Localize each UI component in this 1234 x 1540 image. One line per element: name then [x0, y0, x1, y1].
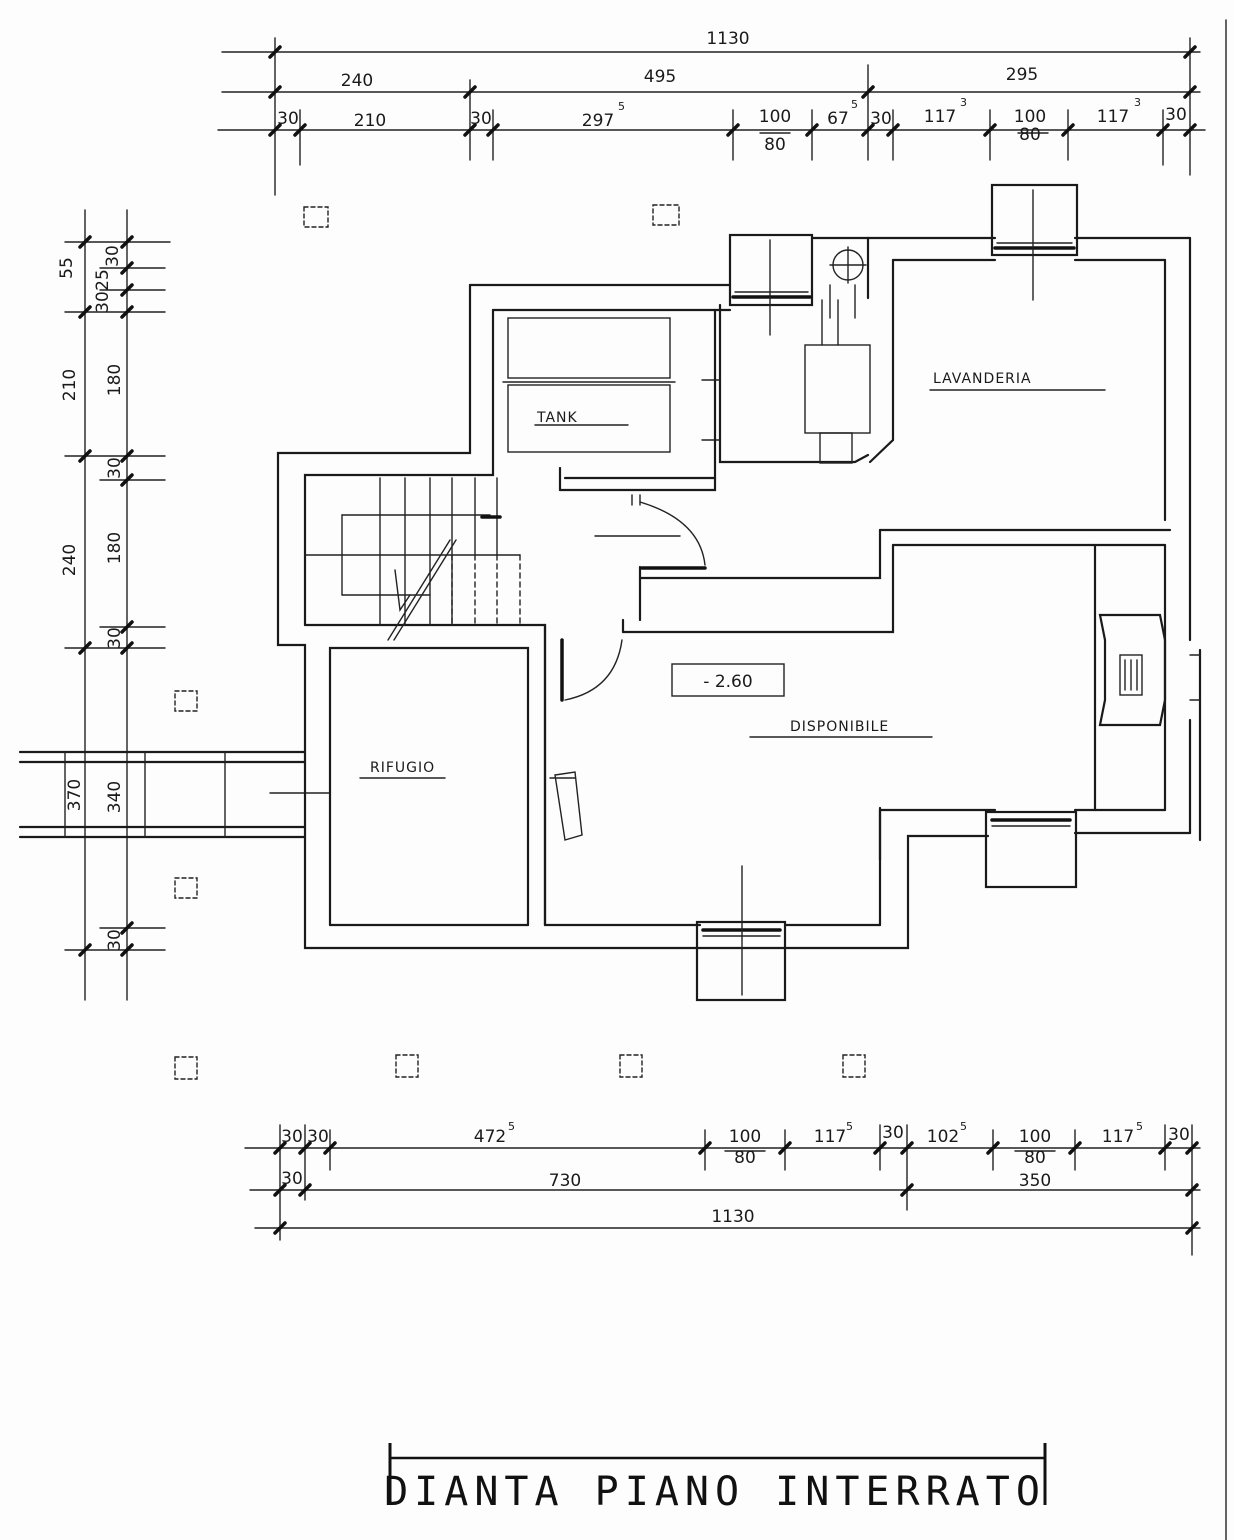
left-dim-30b: 30	[93, 291, 113, 313]
top-dim-67: 67	[827, 109, 849, 129]
bottom-dim-472-sup: 5	[508, 1120, 515, 1133]
bottom-dim-30a: 30	[281, 1127, 303, 1147]
bottom-dim-80b: 80	[1024, 1148, 1046, 1168]
left-dim-30e: 30	[105, 929, 125, 951]
plan-title: DIANTA PIANO INTERRATO	[384, 1469, 1046, 1515]
top-dim-80a: 80	[764, 135, 786, 155]
top-dim-30d: 30	[1165, 105, 1187, 125]
top-dimensions: 1130 240 495 295 30 210 30 297 5 100 80 …	[217, 29, 1206, 196]
label-rifugio: RIFUGIO	[370, 760, 435, 776]
bottom-dim-102: 102	[927, 1127, 959, 1147]
left-dim-210: 210	[60, 369, 80, 401]
top-dim-100a: 100	[759, 107, 791, 127]
bottom-dim-117a: 117	[814, 1127, 846, 1147]
bottom-dim-30d: 30	[1168, 1125, 1190, 1145]
left-dimensions: 55 210 240 370 30 25 30 180 30 180 30 34…	[57, 209, 171, 1001]
left-dim-240: 240	[60, 544, 80, 576]
top-dim-117a: 117	[924, 107, 956, 127]
bottom-overall-label: 1130	[711, 1207, 754, 1227]
bottom-dimensions: 30 30 472 5 100 80 117 5 30 102 5 100 80…	[244, 1120, 1201, 1256]
top-dim-117a-sup: 3	[960, 96, 967, 109]
top-dim-80b: 80	[1019, 125, 1041, 145]
tank	[502, 317, 676, 453]
bottom-dim-30b: 30	[307, 1127, 329, 1147]
bottom-dim-730: 730	[549, 1171, 581, 1191]
level-marker: - 2.60	[671, 663, 785, 697]
bottom-dim-117b: 117	[1102, 1127, 1134, 1147]
top-dim-30c: 30	[870, 109, 892, 129]
left-dim-30d: 30	[105, 627, 125, 649]
top-dim-67-sup: 5	[851, 98, 858, 111]
top-dim-117b: 117	[1097, 107, 1129, 127]
interior-walls	[303, 258, 1172, 927]
bottom-dim-117a-sup: 5	[846, 1120, 853, 1133]
left-dim-55: 55	[57, 257, 77, 279]
corridor	[18, 750, 331, 839]
level-label: - 2.60	[703, 672, 752, 692]
top-dim-297-sup: 5	[618, 100, 625, 113]
bottom-dim-350: 350	[1019, 1171, 1051, 1191]
exterior-walls	[276, 236, 1202, 950]
bottom-dim-102-sup: 5	[960, 1120, 967, 1133]
left-dim-30c: 30	[105, 457, 125, 479]
top-dim-30b: 30	[470, 109, 492, 129]
top-dim-117b-sup: 3	[1134, 96, 1141, 109]
bottom-dim-30c: 30	[882, 1123, 904, 1143]
top-dim-295: 295	[1006, 65, 1038, 85]
lavanderia-fixtures	[701, 246, 1106, 464]
stairs	[304, 477, 521, 641]
pillars	[174, 204, 866, 1080]
top-overall-label: 1130	[706, 29, 749, 49]
title-block: DIANTA PIANO INTERRATO	[384, 1443, 1047, 1515]
bottom-dim-100b: 100	[1019, 1127, 1051, 1147]
top-dim-100b: 100	[1014, 107, 1046, 127]
bottom-dim-30e: 30	[281, 1169, 303, 1189]
label-disponibile: DISPONIBILE	[790, 719, 889, 735]
left-dim-340: 340	[105, 781, 125, 813]
left-dim-25: 25	[93, 269, 113, 291]
left-dim-180a: 180	[105, 364, 125, 396]
left-dim-180b: 180	[105, 532, 125, 564]
doors	[549, 494, 707, 841]
top-dim-495: 495	[644, 67, 676, 87]
left-dim-370: 370	[65, 779, 85, 811]
top-dim-297: 297	[582, 111, 614, 131]
top-dim-240: 240	[341, 71, 373, 91]
fireplace	[1098, 613, 1201, 727]
label-lavanderia: LAVANDERIA	[933, 371, 1032, 387]
bottom-dim-472: 472	[474, 1127, 506, 1147]
bottom-dim-117b-sup: 5	[1136, 1120, 1143, 1133]
top-dim-30a: 30	[277, 109, 299, 129]
windows	[695, 183, 1079, 1002]
left-dim-30a: 30	[103, 245, 123, 267]
bottom-dim-100a: 100	[729, 1127, 761, 1147]
bottom-dim-80a: 80	[734, 1148, 756, 1168]
label-tank: TANK	[536, 410, 578, 426]
top-dim-210: 210	[354, 111, 386, 131]
